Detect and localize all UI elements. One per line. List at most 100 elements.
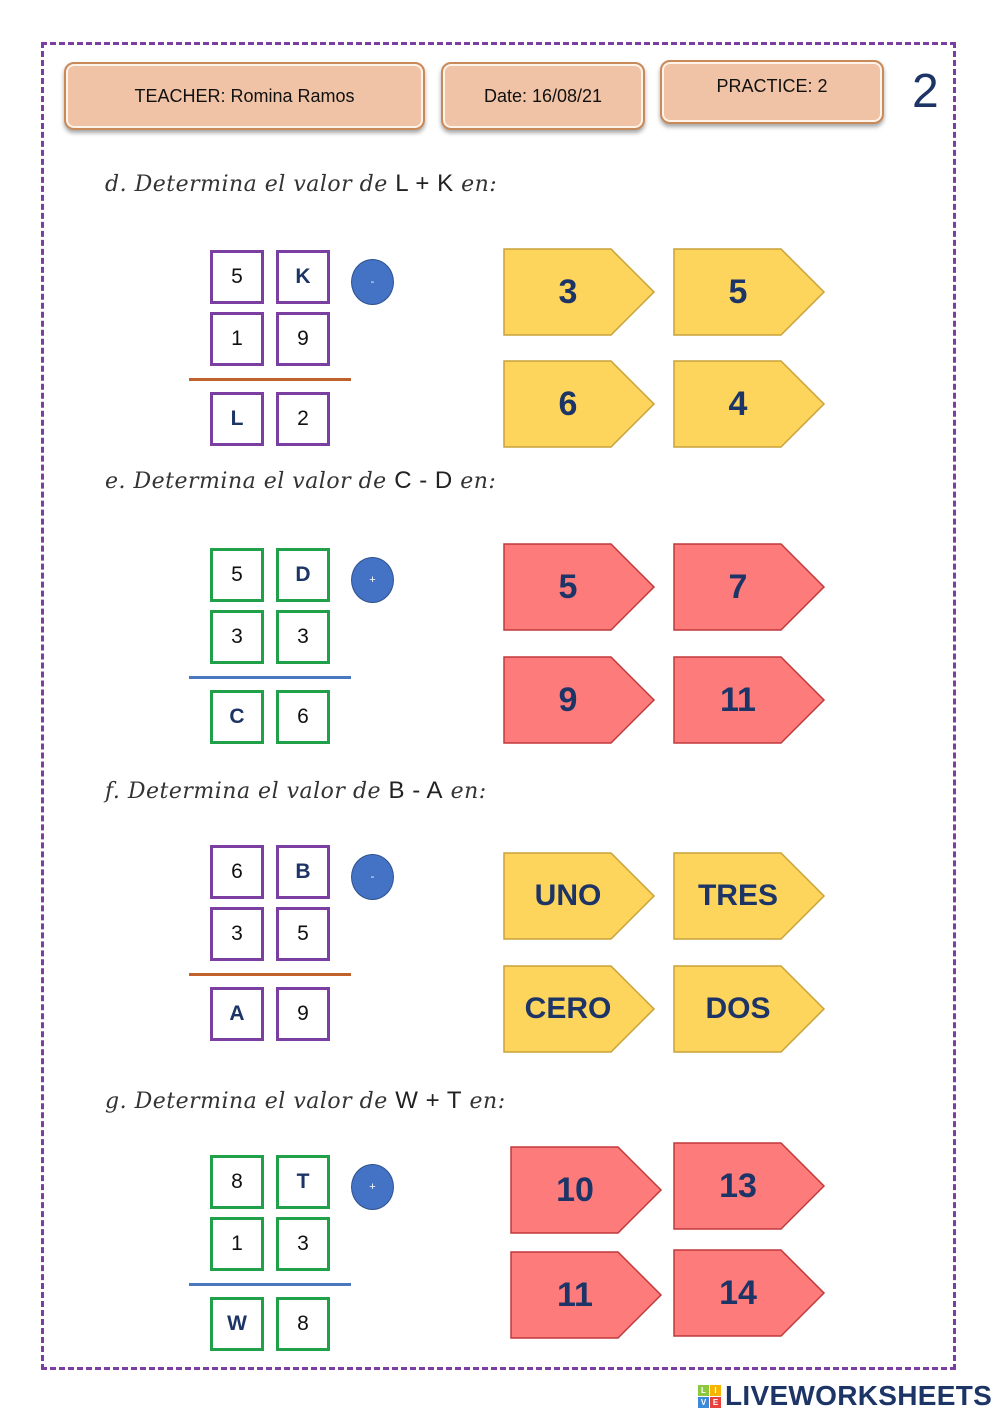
answer-option-label: 9 [558,680,578,719]
prompt-text: g. Determina el valor de [105,1089,388,1114]
answer-option-label: DOS [705,992,771,1025]
answer-option-label: 3 [558,272,578,311]
teacher-label: TEACHER: Romina Ramos [134,85,355,106]
sum-line [189,1283,351,1286]
sum-line [189,676,351,679]
prompt-expression: L + K [395,170,454,197]
answer-option[interactable]: TRES [673,852,826,940]
variable-cell: B [276,845,330,899]
answer-option-label: 4 [728,384,748,423]
digit-cell: 5 [210,548,264,602]
answer-option[interactable]: 3 [503,248,656,336]
variable-cell: D [276,548,330,602]
arrow-tag-shape [503,852,656,940]
digit-cell: 6 [276,690,330,744]
answer-option[interactable]: 6 [503,360,656,448]
digit-cell: 3 [276,1217,330,1271]
arrow-tag-shape [503,360,656,448]
digit-cell: 3 [210,610,264,664]
prompt-suffix: en: [461,172,498,197]
variable-cell: A [210,987,264,1041]
digit-cell: 1 [210,1217,264,1271]
brand-name: LIVEWORKSHEETS [725,1380,993,1411]
page-number: 2 [912,65,939,118]
arrow-tag-shape [673,543,826,631]
prompt-text: d. Determina el valor de [105,172,388,197]
answer-option[interactable]: 5 [673,248,826,336]
digit-cell: 9 [276,312,330,366]
answer-option[interactable]: 10 [510,1146,663,1234]
answer-option-label: 10 [556,1170,594,1209]
prompt-text: f. Determina el valor de [105,779,382,804]
answer-option-label: 11 [720,680,756,719]
prompt-expression: W + T [395,1087,463,1114]
prompt-expression: C - D [394,467,453,494]
operator-badge: + [351,1164,394,1210]
digit-cell: 5 [276,907,330,961]
variable-cell: L [210,392,264,446]
answer-option[interactable]: 13 [673,1142,826,1230]
answer-option[interactable]: 11 [673,656,826,744]
exercise-prompt: e. Determina el valor de C - D en: [105,467,496,495]
arrow-tag-shape [673,248,826,336]
exercise-prompt: f. Determina el valor de B - A en: [105,777,487,805]
worksheet-border [41,42,956,1370]
date-box: Date: 16/08/21 [441,62,645,130]
operator-badge: + [351,557,394,603]
exercise-prompt: g. Determina el valor de W + T en: [105,1087,506,1115]
operator-badge: - [351,854,394,900]
arrow-tag-shape [510,1146,663,1234]
prompt-suffix: en: [460,469,497,494]
answer-option[interactable]: UNO [503,852,656,940]
variable-cell: W [210,1297,264,1351]
arrow-tag-shape [673,1249,826,1337]
arrow-tag-shape [510,1251,663,1339]
sum-line [189,973,351,976]
arrow-tag-shape [503,543,656,631]
answer-option-label: 7 [728,567,748,606]
digit-cell: 5 [210,250,264,304]
arrow-tag-shape [503,656,656,744]
digit-cell: 3 [210,907,264,961]
answer-option[interactable]: CERO [503,965,656,1053]
arrow-tag-shape [673,852,826,940]
operator-badge: - [351,259,394,305]
arrow-tag-shape [673,1142,826,1230]
answer-option-label: 11 [557,1275,593,1314]
digit-cell: 8 [276,1297,330,1351]
exercise-prompt: d. Determina el valor de L + K en: [105,170,497,198]
digit-cell: 8 [210,1155,264,1209]
practice-label: PRACTICE: 2 [716,76,828,96]
variable-cell: C [210,690,264,744]
answer-option[interactable]: DOS [673,965,826,1053]
answer-option[interactable]: 5 [503,543,656,631]
answer-option-label: 14 [719,1273,757,1312]
arrow-tag-shape [503,965,656,1053]
answer-option[interactable]: 7 [673,543,826,631]
variable-cell: T [276,1155,330,1209]
teacher-box: TEACHER: Romina Ramos [64,62,425,130]
answer-option-label: 5 [728,272,748,311]
answer-option[interactable]: 14 [673,1249,826,1337]
answer-option[interactable]: 4 [673,360,826,448]
answer-option[interactable]: 9 [503,656,656,744]
date-label: Date: 16/08/21 [483,85,603,106]
prompt-suffix: en: [469,1089,506,1114]
answer-option-label: CERO [524,992,612,1025]
answer-option-label: 6 [558,384,578,423]
arrow-tag-shape [503,248,656,336]
prompt-suffix: en: [450,779,487,804]
answer-option-label: UNO [534,879,602,912]
arrow-tag-shape [673,656,826,744]
digit-cell: 9 [276,987,330,1041]
answer-option-label: TRES [697,879,778,912]
answer-option-label: 13 [719,1166,757,1205]
answer-option[interactable]: 11 [510,1251,663,1339]
answer-option-label: 5 [558,567,578,606]
digit-cell: 1 [210,312,264,366]
variable-cell: K [276,250,330,304]
arrow-tag-shape [673,360,826,448]
arrow-tag-shape [673,965,826,1053]
